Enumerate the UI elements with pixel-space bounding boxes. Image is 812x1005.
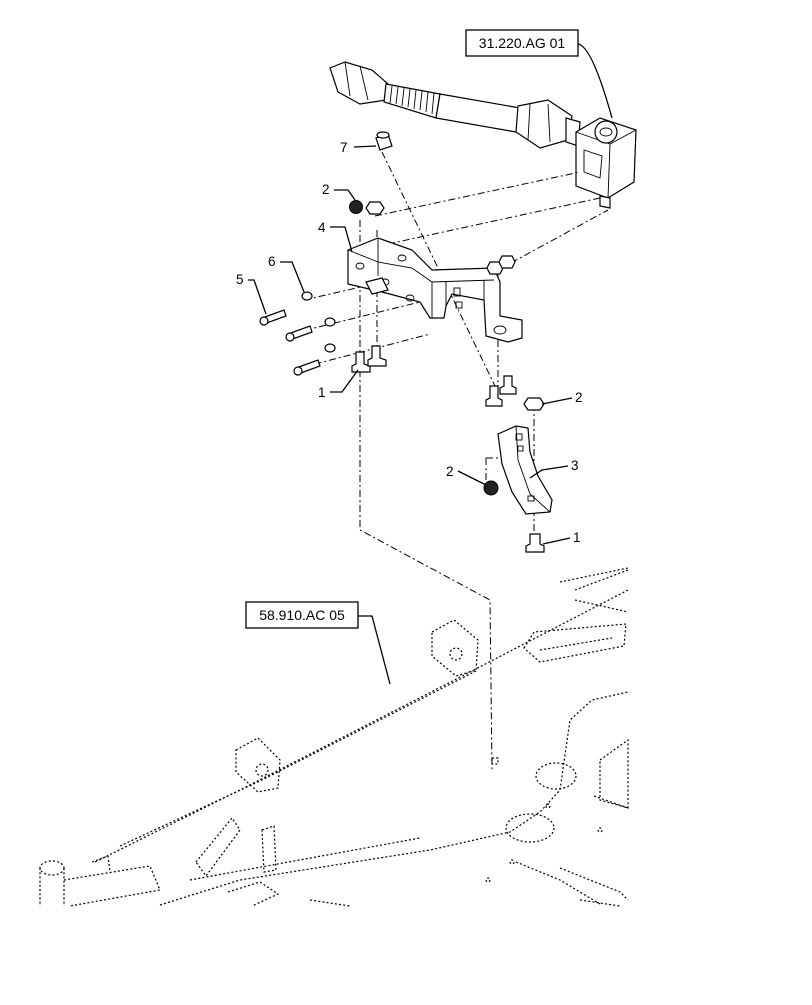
reference-leader [577, 43, 613, 119]
callout-2: 2 [322, 182, 330, 197]
callout-1: 1 [318, 385, 326, 400]
mounting-bracket [347, 237, 523, 343]
reference-box-58-910-ac-05[interactable]: 58.910.AC 05 [245, 601, 359, 629]
callout-5: 5 [236, 272, 244, 287]
callout-1: 1 [573, 530, 581, 545]
callout-6: 6 [268, 254, 276, 269]
callout-4: 4 [318, 220, 326, 235]
machine-frame [39, 567, 629, 907]
callout-7: 7 [340, 140, 348, 155]
strap-bracket [497, 425, 553, 515]
callout-leaders [248, 145, 573, 545]
callout-2: 2 [575, 390, 583, 405]
drive-shaft-assembly [329, 61, 581, 149]
gearbox [575, 117, 637, 209]
reference-box-31-220-ag-01[interactable]: 31.220.AG 01 [465, 29, 579, 57]
callout-numbers: 7 2 4 6 5 1 2 2 3 1 [236, 140, 583, 545]
callout-3: 3 [571, 458, 579, 473]
reference-label: 58.910.AC 05 [259, 607, 345, 623]
reference-leader [358, 615, 391, 685]
reference-label: 31.220.AG 01 [479, 35, 566, 51]
callout-2: 2 [446, 464, 454, 479]
center-lines [289, 151, 609, 771]
hardware [259, 131, 545, 553]
